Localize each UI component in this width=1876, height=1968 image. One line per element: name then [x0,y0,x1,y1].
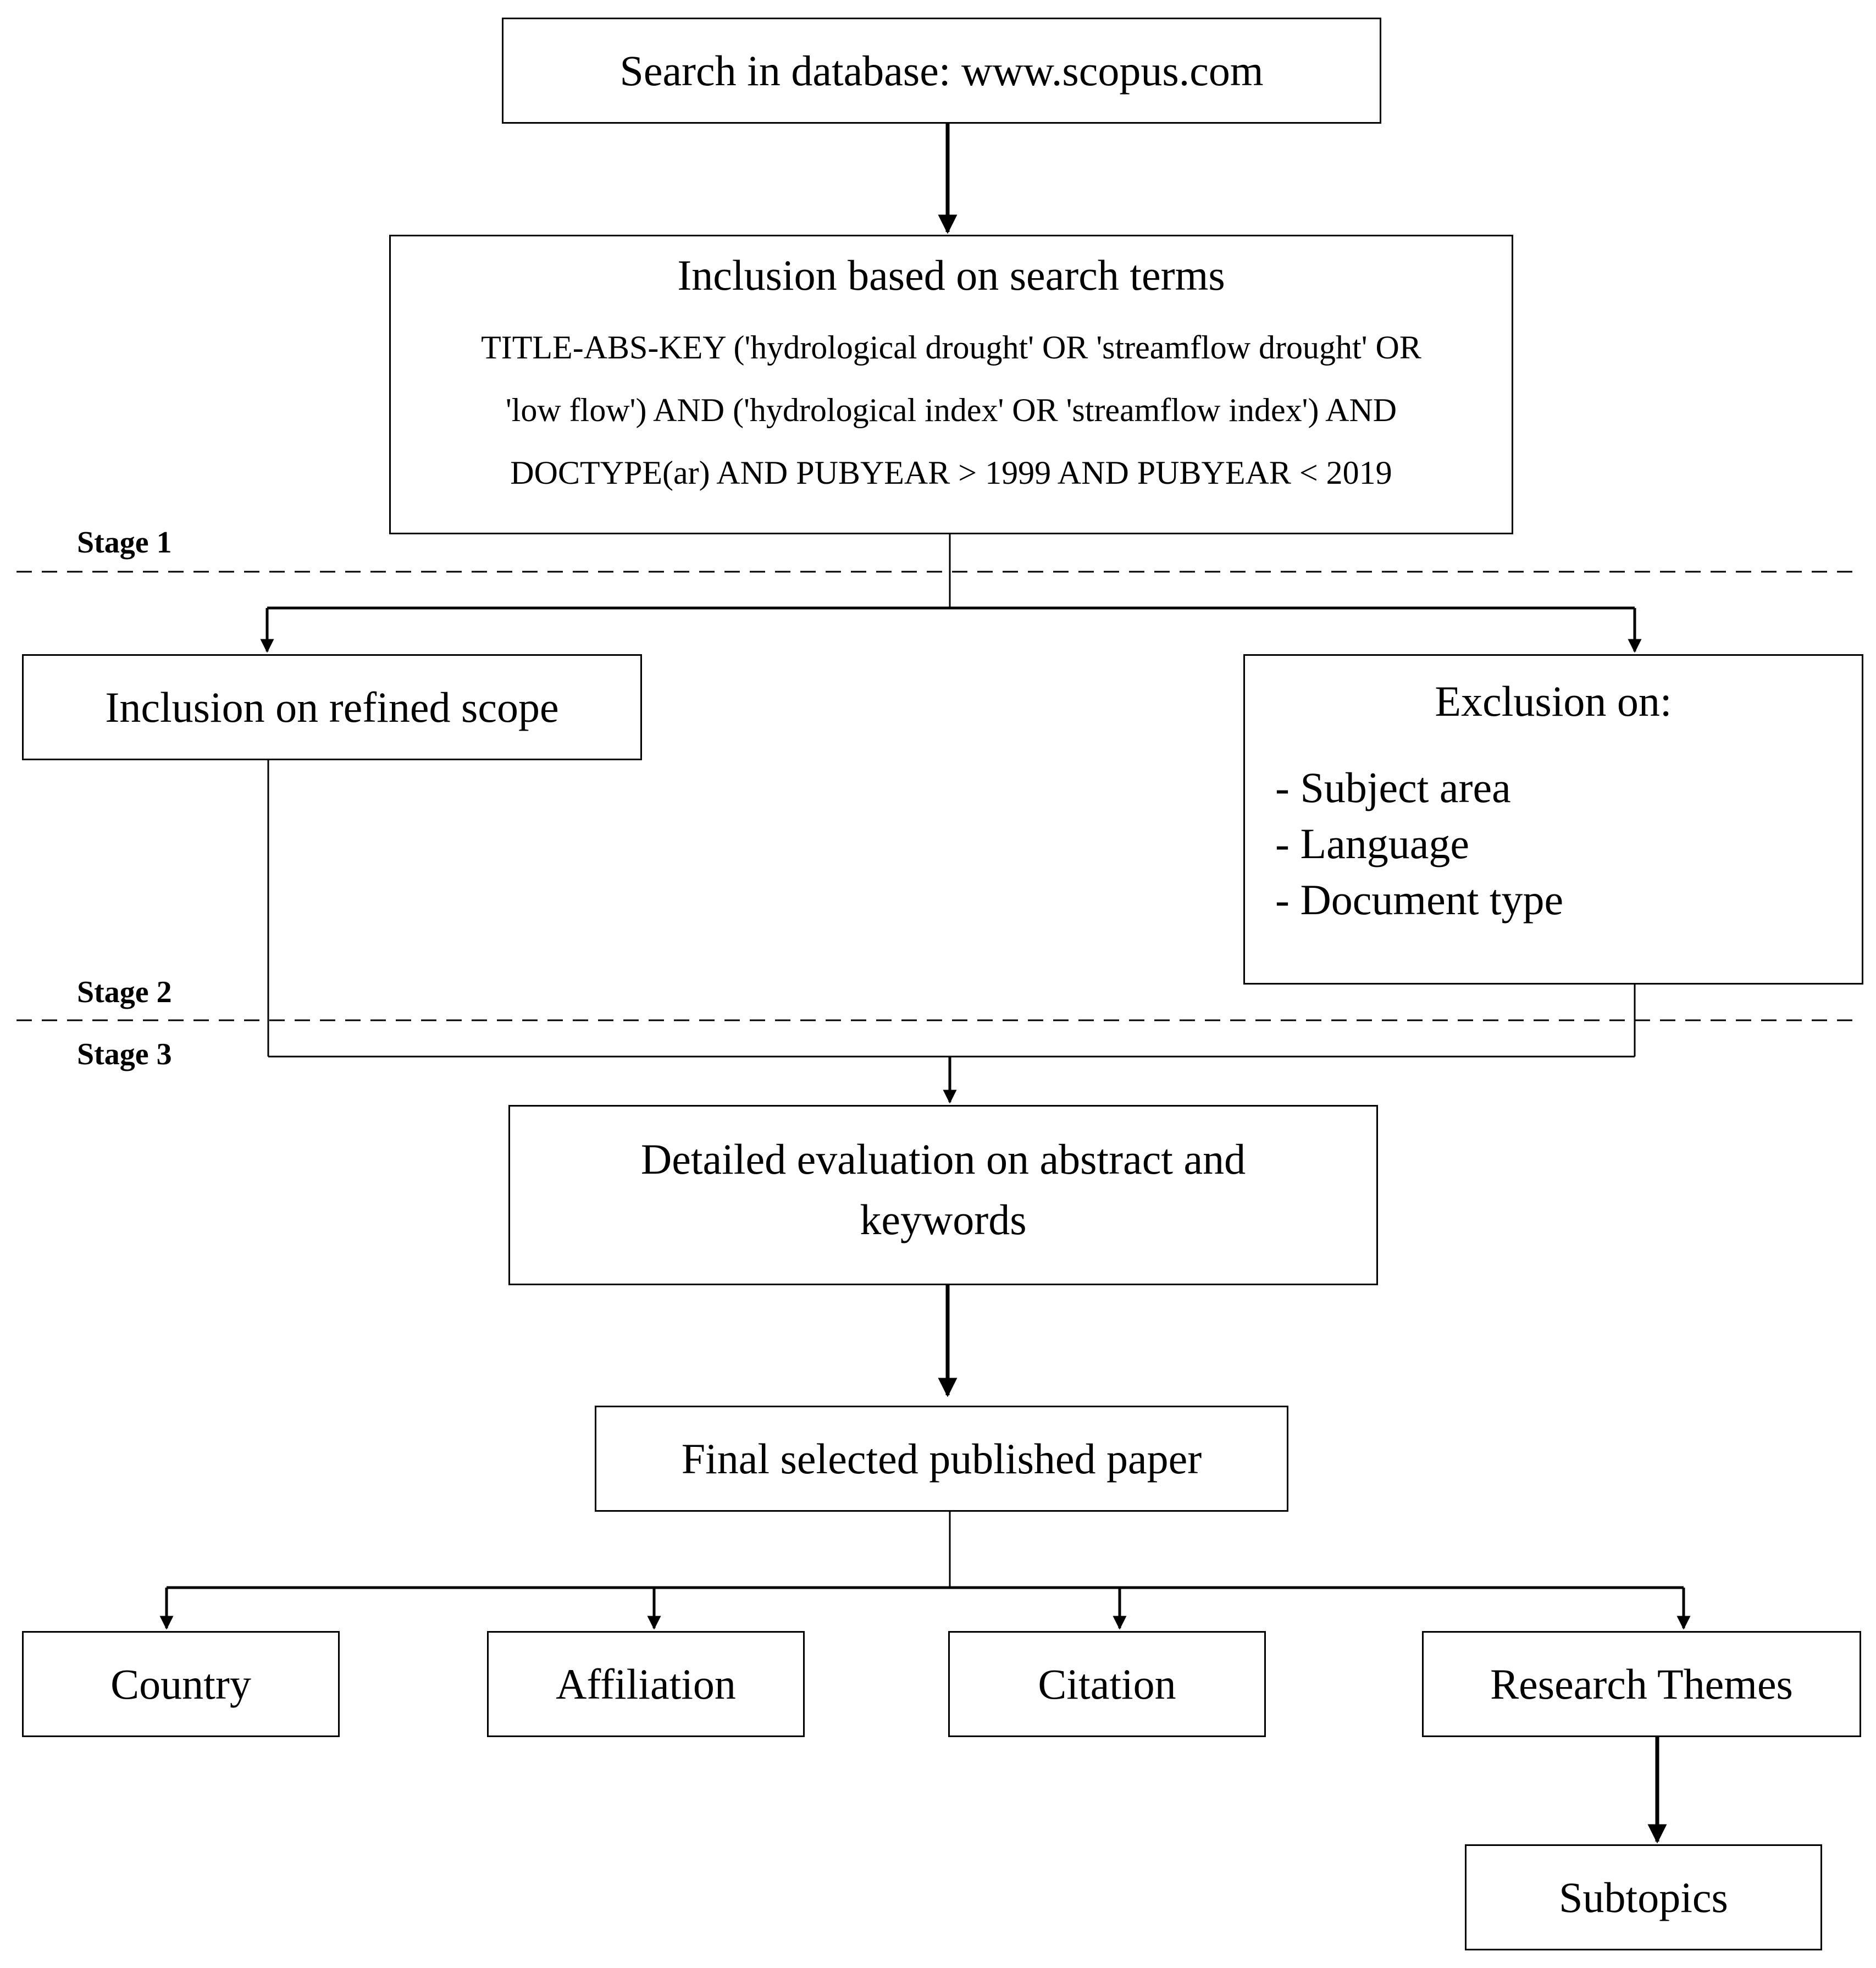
search-database-box: Search in database: www.scopus.com [502,18,1381,124]
citation-label: Citation [1038,1660,1176,1708]
country-box: Country [22,1631,340,1737]
final-selected-box: Final selected published paper [595,1406,1288,1512]
exclusion-item-document-type: - Document type [1275,876,1564,924]
detailed-evaluation-line-2: keywords [860,1196,1027,1243]
inclusion-search-terms-title: Inclusion based on search terms [677,251,1225,299]
search-database-label: Search in database: www.scopus.com [619,46,1264,95]
inclusion-search-terms-box: Inclusion based on search terms TITLE-AB… [389,235,1513,534]
detailed-evaluation-line-1: Detailed evaluation on abstract and [640,1135,1246,1183]
stage-2-label: Stage 2 [77,975,172,1009]
exclusion-item-subject-area: - Subject area [1275,764,1511,812]
exclusion-item-language: - Language [1275,820,1469,868]
refined-scope-box: Inclusion on refined scope [22,654,642,760]
research-themes-label: Research Themes [1490,1660,1793,1708]
stage-1-label: Stage 1 [77,526,172,560]
search-query-line-1: TITLE-ABS-KEY ('hydrological drought' OR… [481,329,1421,366]
final-selected-label: Final selected published paper [681,1434,1202,1483]
stage-3-label: Stage 3 [77,1037,172,1071]
research-themes-box: Research Themes [1422,1631,1861,1737]
subtopics-label: Subtopics [1559,1873,1728,1921]
exclusion-box: Exclusion on: - Subject area - Language … [1243,654,1863,985]
affiliation-label: Affiliation [556,1660,736,1708]
citation-box: Citation [948,1631,1266,1737]
exclusion-list: - Subject area - Language - Document typ… [1245,760,1862,928]
country-label: Country [110,1660,251,1708]
detailed-evaluation-box: Detailed evaluation on abstract and keyw… [508,1105,1378,1285]
exclusion-title: Exclusion on: [1435,677,1672,725]
refined-scope-label: Inclusion on refined scope [105,683,559,731]
search-query-line-3: DOCTYPE(ar) AND PUBYEAR > 1999 AND PUBYE… [510,455,1392,491]
affiliation-box: Affiliation [487,1631,805,1737]
search-query-line-2: 'low flow') AND ('hydrological index' OR… [505,392,1397,429]
subtopics-box: Subtopics [1465,1844,1822,1950]
